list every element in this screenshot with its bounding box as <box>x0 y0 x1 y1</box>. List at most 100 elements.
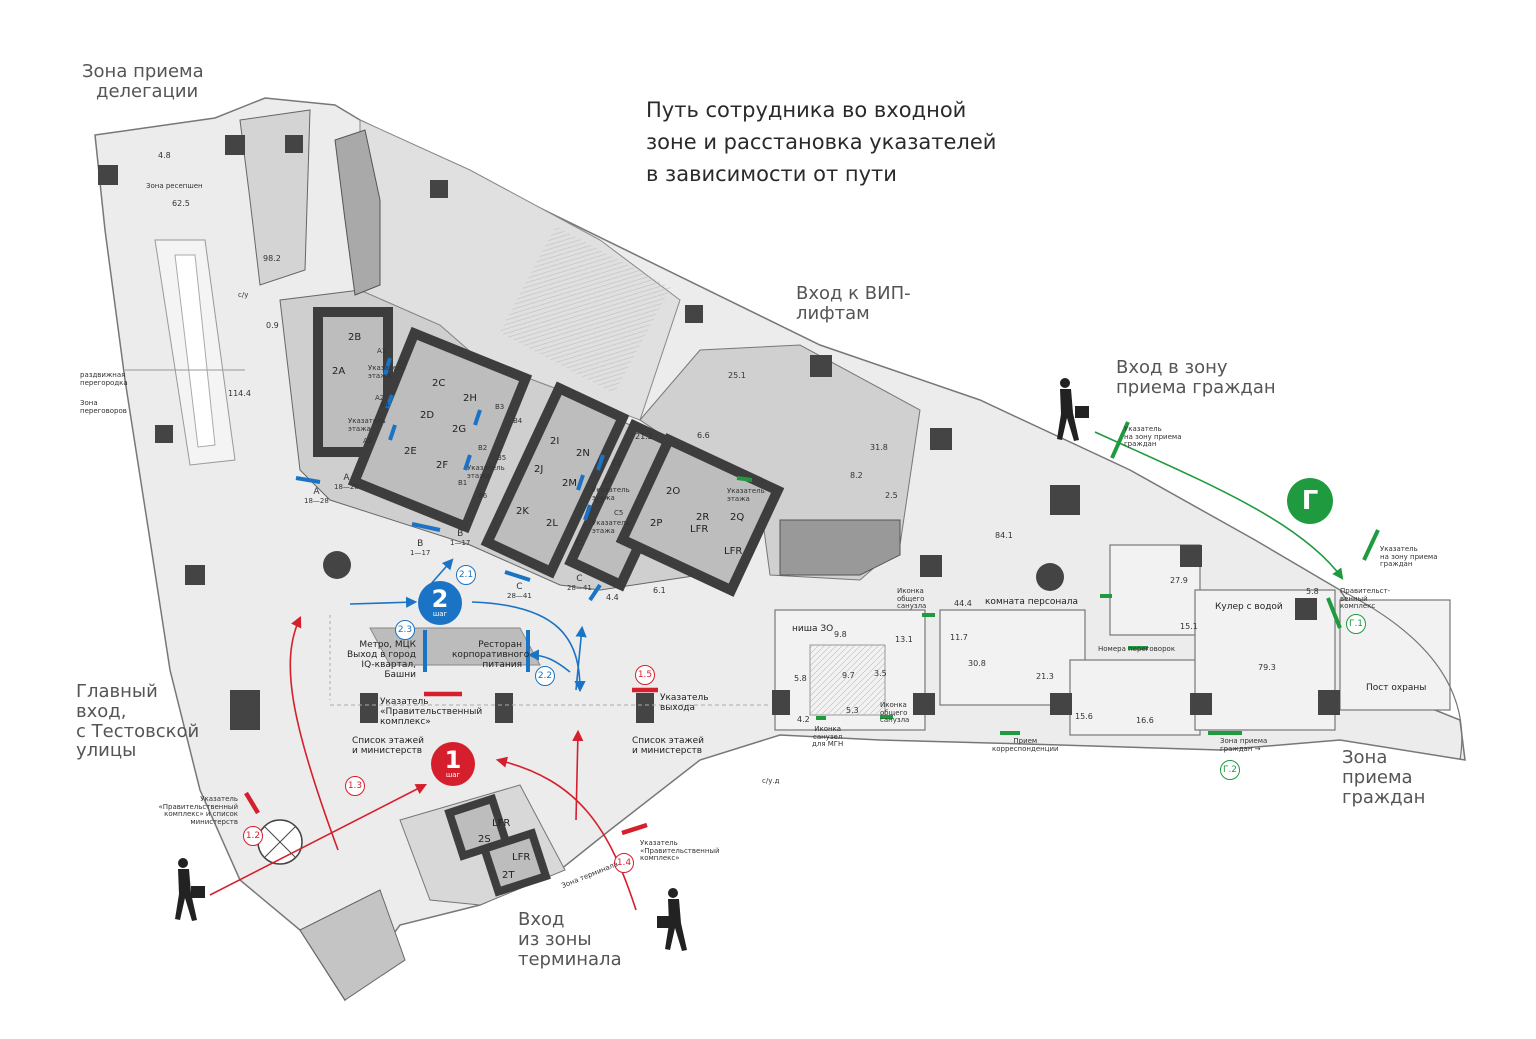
elevator-shafts <box>313 307 785 597</box>
label-line: Зона <box>1342 747 1388 768</box>
step-2-badge: 2 шаг <box>418 581 462 625</box>
cabin-code: B3 <box>495 403 505 411</box>
label-line: 18—28 <box>334 482 359 491</box>
label-line: питания <box>482 659 522 670</box>
blue-floor-signs <box>295 357 605 672</box>
label-line: улицы <box>76 740 137 762</box>
room-area: 5.3 <box>846 706 859 715</box>
restaurant-note: Ресторан корпоративного питания <box>452 640 529 671</box>
revolving-door <box>264 826 296 858</box>
marker-1-3: 1.3 <box>345 776 365 796</box>
cabin-code: B4 <box>513 417 523 425</box>
label-line: Указатель <box>592 519 630 527</box>
room-area: 4.4 <box>606 593 619 602</box>
floor-sign-note: Указатель этажа <box>592 486 630 502</box>
gov-sign-note-2: Указатель «Правительственный комплекс» <box>640 839 720 863</box>
label-line: делегации <box>96 80 199 102</box>
glass-facade <box>1339 589 1463 761</box>
north-room <box>239 109 311 286</box>
columns <box>98 135 1340 730</box>
label-line: этажа <box>368 371 391 380</box>
floors-list-note: Список этажей и министерств <box>352 736 424 757</box>
title-line: Путь сотрудника во входной <box>646 98 967 122</box>
label-line: этажа <box>348 424 371 433</box>
label-line: Ресторан <box>478 640 522 650</box>
cabin-code: C5 <box>614 509 624 517</box>
cooler-note: Кулер с водой <box>1215 602 1283 612</box>
label-line: санузла <box>897 602 927 611</box>
cabin-code: B2 <box>478 444 488 452</box>
gov-sign-note: Указатель «Правительственный комплекс» <box>380 697 482 728</box>
lift-group-a: A 18—28 <box>334 473 359 492</box>
cabin-label: 2M <box>562 478 577 489</box>
partition-note: раздвижная перегородка <box>80 371 128 387</box>
cabin-label: 2Q <box>730 512 745 523</box>
label-line: Указатель <box>200 795 238 803</box>
wc-common-note: Иконка общего санузла <box>897 587 927 611</box>
cabin-label: LFR <box>724 546 743 557</box>
citizens-entry-label: Вход в зону приема граждан <box>1116 358 1276 398</box>
person-walking-icon <box>657 888 687 951</box>
room-area: 25.1 <box>728 371 746 380</box>
label-line: IQ-квартал, Башни <box>361 659 416 680</box>
red-route-arrows <box>209 615 637 911</box>
room-area: 6.6 <box>697 431 710 440</box>
cabin-label: LFR <box>492 818 511 829</box>
label-line: A <box>313 487 320 497</box>
cabin-code: A1 <box>377 347 387 355</box>
escalator-lines <box>499 226 671 394</box>
label-line: Зона приема <box>1220 737 1268 745</box>
cabin-label: 2S <box>478 834 491 845</box>
label-line: граждан <box>1124 440 1157 449</box>
cabin-label: 2G <box>452 424 467 435</box>
label-line: 18—28 <box>304 496 329 505</box>
label-line: этажа <box>592 526 615 535</box>
label-line: Указатель <box>467 464 505 472</box>
cabin-label: 2A <box>332 366 346 377</box>
room-area: 9.7 <box>842 671 855 680</box>
room-area: 98.2 <box>263 254 281 263</box>
floors-list-note: Список этажей и министерств <box>632 736 704 757</box>
staff-room-note: комната персонала <box>985 597 1079 607</box>
label-line: Прием <box>1013 737 1038 745</box>
room-area: 21.3 <box>1036 672 1054 681</box>
room-area: 114.4 <box>228 389 251 398</box>
room-area: 31.8 <box>870 443 888 452</box>
floor-sign-note: Указатель этажа <box>368 364 406 380</box>
citizens-zone-label: Зона приема граждан <box>1342 748 1425 807</box>
metro-note: Метро, МЦК Выход в город IQ-квартал, Баш… <box>330 640 416 681</box>
label-line: и министерств <box>352 745 423 756</box>
room-area: 8.2 <box>850 471 863 480</box>
info-pylons <box>369 627 541 666</box>
cabin-label: 2T <box>502 870 515 881</box>
label-line: Указатель <box>368 364 406 372</box>
cabin-code: B5 <box>497 454 507 462</box>
label-line: терминала <box>518 948 622 970</box>
label-line: Указатель <box>727 487 765 495</box>
cabin-code: C1 <box>575 539 585 547</box>
room-area: 84.1 <box>995 531 1013 540</box>
right-wing-rooms <box>774 544 1451 736</box>
label-line: Вход <box>518 909 565 930</box>
wc-area <box>809 644 886 716</box>
cabin-label: 2F <box>436 460 449 471</box>
red-signs <box>244 687 658 836</box>
label-line: этажа <box>467 471 490 480</box>
marker-1-4: 1.4 <box>614 853 634 873</box>
label-line: санузел <box>812 732 843 741</box>
label-line: граждан <box>1342 786 1426 808</box>
marker-g-2: Г.2 <box>1220 760 1240 780</box>
step-number: 2 <box>431 584 449 613</box>
label-line: комплекс» <box>640 854 680 863</box>
room-area: 79.3 <box>1258 663 1276 672</box>
citizens-sign-note: Указатель на зону приема граждан <box>1380 545 1438 569</box>
lift-group-a: A 18—28 <box>304 487 329 506</box>
label-line: этажа <box>727 494 750 503</box>
label-line: Указатель <box>640 839 678 847</box>
label-line: Главный <box>76 681 158 702</box>
label-line: и министерств <box>632 745 703 756</box>
label-line: граждан → <box>1220 744 1261 753</box>
room-area: 16.6 <box>1136 716 1154 725</box>
room-area: 6.1 <box>653 586 666 595</box>
label-line: Иконка <box>880 701 907 709</box>
